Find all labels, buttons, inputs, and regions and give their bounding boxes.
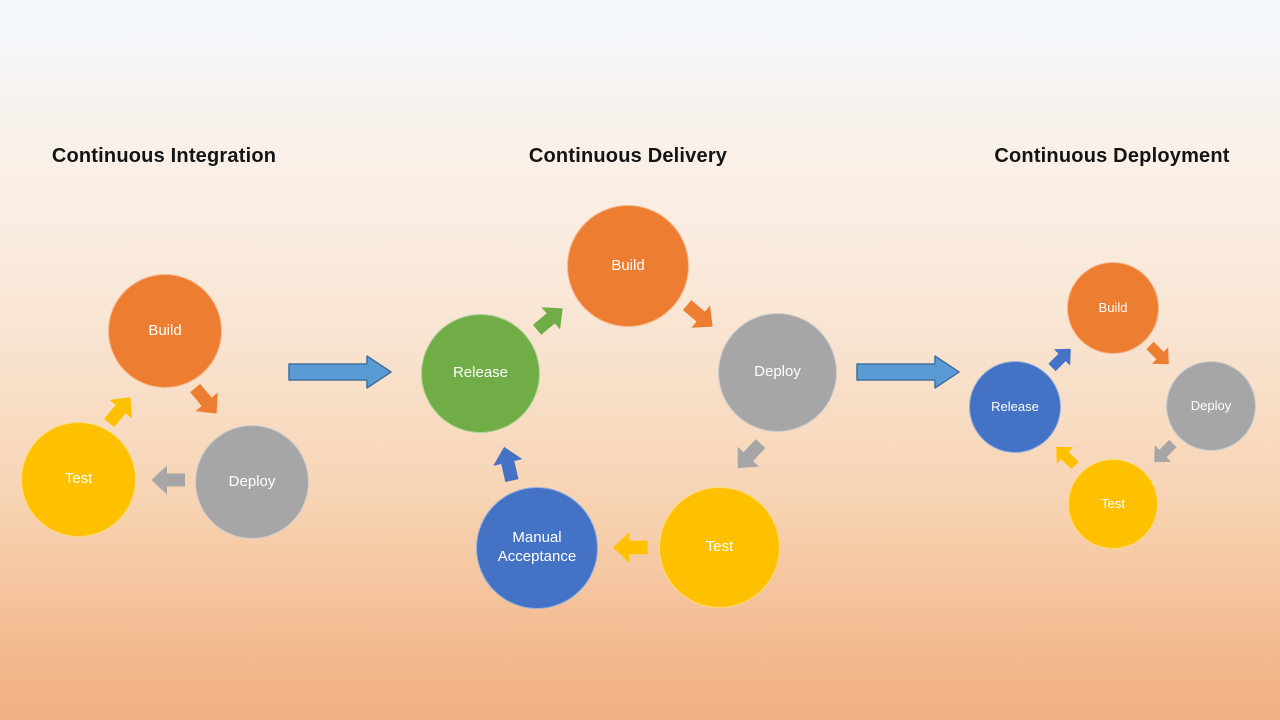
- node-cdep-build: Build: [1067, 262, 1159, 354]
- node-label: Release: [991, 398, 1039, 414]
- cycle-arrow-icon: [1141, 337, 1177, 373]
- node-cd-test: Test: [659, 487, 780, 608]
- node-label: Deploy: [228, 472, 276, 490]
- node-label: Test: [705, 538, 734, 556]
- node-cdep-deploy: Deploy: [1166, 361, 1256, 451]
- cycle-arrow-icon: [151, 465, 185, 495]
- flow-arrow-icon-delivery-to-deployment: [856, 355, 960, 389]
- node-label: Manual Acceptance: [497, 529, 577, 565]
- cycle-arrow-icon: [489, 442, 527, 484]
- cycle-arrow-icon: [1047, 438, 1083, 474]
- diagram-title-continuous-integration: Continuous Integration: [51, 145, 277, 167]
- cycle-arrow-icon: [726, 433, 771, 478]
- node-cd-release: Release: [421, 314, 540, 433]
- node-cd-deploy: Deploy: [718, 313, 837, 432]
- node-cd-manual-acceptance: Manual Acceptance: [476, 487, 598, 609]
- node-label: Build: [1098, 299, 1128, 315]
- node-cd-build: Build: [567, 205, 689, 327]
- cycle-arrow-icon: [1043, 340, 1079, 376]
- node-label: Build: [148, 321, 182, 339]
- flow-arrow-icon-integration-to-delivery: [288, 355, 392, 389]
- node-label: Deploy: [1190, 397, 1232, 413]
- node-ci-test: Test: [21, 422, 136, 537]
- node-label: Test: [1101, 495, 1125, 511]
- node-ci-deploy: Deploy: [195, 425, 309, 539]
- node-label: Deploy: [754, 363, 801, 381]
- node-label: Test: [64, 470, 93, 488]
- diagram-title-continuous-delivery: Continuous Delivery: [528, 145, 728, 167]
- node-cdep-test: Test: [1068, 459, 1158, 549]
- node-ci-build: Build: [108, 274, 222, 388]
- cycle-arrow-icon: [184, 378, 229, 423]
- diagram-title-continuous-deployment: Continuous Deployment: [994, 145, 1230, 167]
- cycle-arrow-icon: [527, 297, 572, 342]
- cycle-arrow-icon: [1145, 435, 1181, 471]
- node-label: Build: [611, 256, 645, 274]
- cycle-arrow-icon: [612, 532, 648, 563]
- cycle-arrow-icon: [98, 387, 143, 432]
- node-cdep-release: Release: [969, 361, 1061, 453]
- cycle-arrow-icon: [677, 294, 722, 339]
- node-label: Release: [452, 364, 509, 382]
